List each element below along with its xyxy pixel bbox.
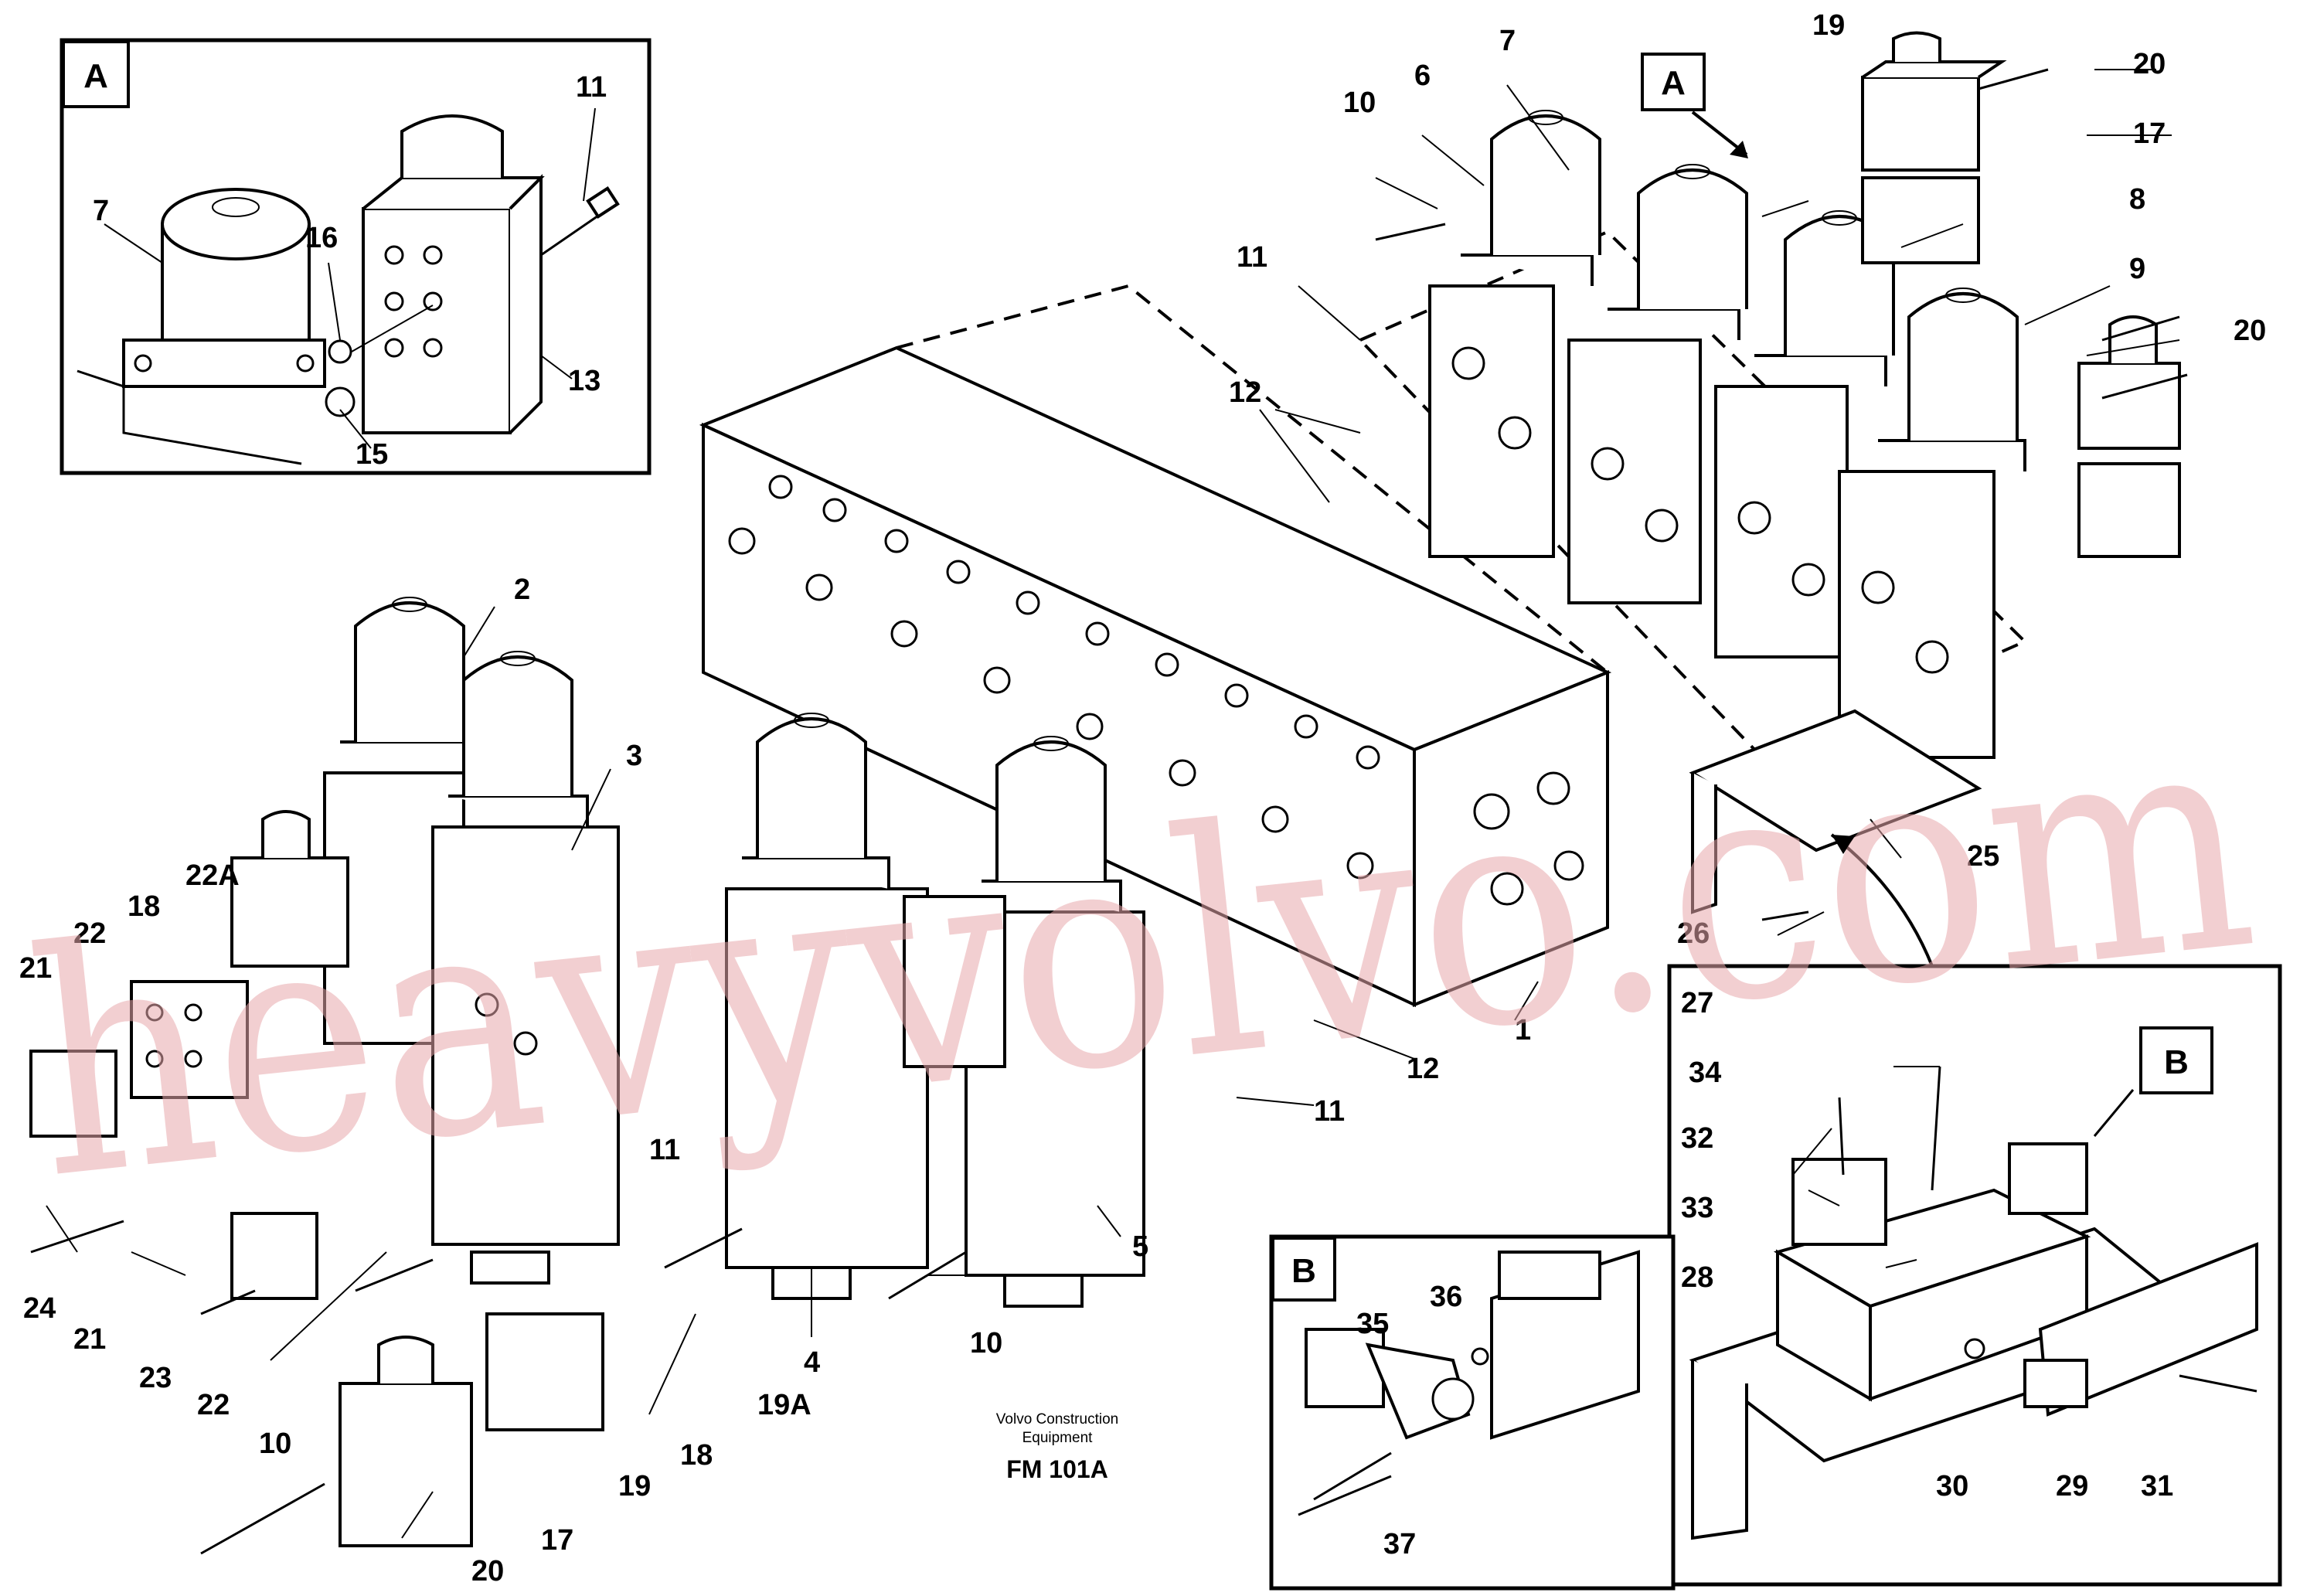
callout-9: 9 <box>2129 253 2145 285</box>
detail-box-b-small: B <box>1269 1234 1676 1591</box>
callout-1: 1 <box>1515 1014 1531 1046</box>
valve-section-5 <box>965 736 1145 1308</box>
callout-11-mid: 11 <box>1314 1095 1345 1128</box>
callout-2: 2 <box>514 573 530 606</box>
callout-6: 6 <box>1414 60 1431 92</box>
pointer-arrow-b <box>1830 833 1934 967</box>
callout-22-top: 22 <box>73 917 106 950</box>
callout-21-top: 21 <box>19 952 52 985</box>
callout-8: 8 <box>2129 183 2145 216</box>
cover-plate-21-bottom <box>230 1212 318 1300</box>
pilot-block-18-bottom <box>485 1312 604 1431</box>
pointer-a: A <box>1641 53 1748 158</box>
callout-24: 24 <box>23 1292 56 1325</box>
detail-box-a: A <box>60 38 652 475</box>
callout-labels: 11 13 7 16 15 10 6 7 19 20 17 8 9 20 11 … <box>19 9 2266 1587</box>
callout-25: 25 <box>1967 840 1999 873</box>
callout-37: 37 <box>1383 1528 1416 1560</box>
leader-lines <box>46 69 2180 1539</box>
valve-section-4 <box>725 713 929 1300</box>
valve-section-8 <box>1714 210 1895 658</box>
callout-16: 16 <box>305 222 338 254</box>
pilot-block-18-left <box>130 980 249 1099</box>
callout-11-top: 11 <box>1237 241 1267 274</box>
callout-20-bottom: 20 <box>471 1555 504 1587</box>
pointer-b-label: B <box>2164 1043 2189 1081</box>
callout-23: 23 <box>139 1362 172 1394</box>
callout-18-left: 18 <box>128 890 160 923</box>
callout-19-top: 19 <box>1812 9 1845 42</box>
callout-10-top: 10 <box>1343 87 1376 119</box>
callout-3: 3 <box>626 740 642 772</box>
bracket-25 <box>1689 709 1982 914</box>
cover-plate-21-top <box>29 1050 117 1138</box>
callout-34: 34 <box>1689 1057 1721 1089</box>
callout-29: 29 <box>2056 1470 2088 1502</box>
caption-line-2: Equipment <box>1022 1430 1094 1446</box>
callout-12: 12 <box>1407 1053 1439 1085</box>
pointer-a-label: A <box>1661 64 1686 102</box>
callout-26: 26 <box>1677 917 1710 950</box>
callout-30: 30 <box>1936 1470 1968 1502</box>
callout-7-detail: 7 <box>93 195 109 227</box>
callout-15: 15 <box>356 438 388 471</box>
callout-11-left: 11 <box>649 1134 680 1166</box>
manifold-holes <box>728 475 1584 906</box>
callout-28: 28 <box>1681 1261 1713 1294</box>
callout-36: 36 <box>1430 1281 1462 1313</box>
callout-10-mid: 10 <box>970 1327 1002 1359</box>
callout-13: 13 <box>568 365 601 397</box>
valve-section-3 <box>431 651 620 1285</box>
callout-33: 33 <box>1681 1192 1713 1224</box>
callout-17-top: 17 <box>2133 117 2166 150</box>
pilot-block-17-top <box>1861 31 2007 264</box>
detail-box-b-label: B <box>1291 1252 1316 1290</box>
valve-section-7 <box>1567 164 1748 604</box>
callout-32: 32 <box>1681 1122 1713 1155</box>
callout-4: 4 <box>804 1346 820 1379</box>
valve-section-9 <box>1838 288 2026 759</box>
callout-14: 11 <box>576 71 607 104</box>
callout-12-top: 12 <box>1229 376 1261 409</box>
bolts <box>30 68 2188 1555</box>
figure-caption: Volvo Construction Equipment FM 101A <box>996 1411 1118 1483</box>
callout-7: 7 <box>1499 25 1516 57</box>
pilot-block-17-bottom <box>339 1336 473 1547</box>
manifold-block-1 <box>699 284 1612 1008</box>
detail-box-b-large: B <box>1667 964 2282 1587</box>
callout-31: 31 <box>2141 1470 2173 1502</box>
callout-22-bottom: 22 <box>197 1389 230 1421</box>
pilot-block-right <box>2077 315 2181 558</box>
callout-35: 35 <box>1356 1308 1389 1340</box>
figure-code: FM 101A <box>1006 1455 1108 1483</box>
callout-17-bottom: 17 <box>541 1524 573 1557</box>
caption-line-1: Volvo Construction <box>996 1411 1118 1428</box>
detail-box-a-label: A <box>83 57 108 95</box>
valve-section-6 <box>1428 110 1601 558</box>
callout-27: 27 <box>1681 987 1713 1019</box>
callout-18-bottom: 18 <box>680 1439 713 1472</box>
callout-20-right: 20 <box>2234 315 2266 347</box>
callout-5: 5 <box>1132 1230 1148 1263</box>
pilot-block-22a <box>230 810 349 968</box>
callout-19a: 19A <box>757 1389 811 1421</box>
pointer-arrow-b-head <box>1832 835 1855 854</box>
callout-20-top: 20 <box>2133 48 2166 80</box>
pilot-block-center <box>903 895 1006 1068</box>
callout-21-bottom: 21 <box>73 1323 106 1356</box>
callout-10-left: 10 <box>259 1428 291 1460</box>
valve-section-group-top <box>1357 31 2181 760</box>
callout-19-bottom: 19 <box>618 1470 651 1502</box>
callout-22a: 22A <box>185 859 240 892</box>
